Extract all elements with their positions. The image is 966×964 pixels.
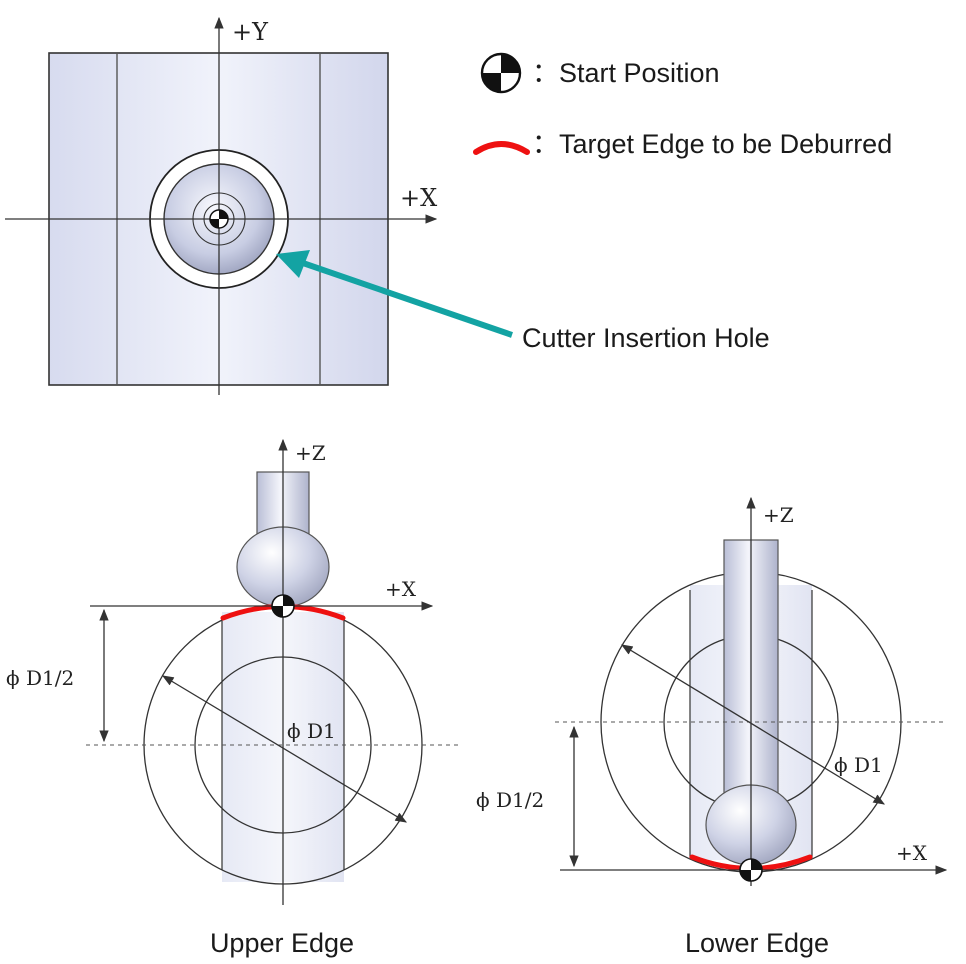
start-position-icon: [739, 858, 763, 882]
lower-diameter-label: ϕ D1: [834, 753, 883, 777]
upper-radius-label: ϕ D1/2: [6, 666, 74, 690]
upper-axis-z-label: +Z: [295, 441, 326, 465]
upper-edge-view: +Z +X ϕ D1/2 ϕ D1 Upper Edge: [6, 438, 462, 958]
callout-arrowhead: [276, 250, 310, 278]
start-position-icon: [209, 209, 229, 229]
start-position-icon: [480, 52, 522, 94]
lower-diameter-dimension: [620, 644, 886, 805]
legend: ：Start Position ：Target Edge to be Debur…: [473, 52, 892, 159]
upper-axis-x-label: +X: [385, 577, 417, 601]
callout-arrow-line: [299, 259, 513, 338]
upper-diameter-dimension: [161, 675, 408, 823]
lower-edge-view: +Z +X ϕ D1/2 ϕ D1 Lower Edge: [476, 496, 948, 958]
top-axis-x-label: +X: [400, 184, 437, 212]
legend-target-edge-text: ：Target Edge to be Deburred: [532, 129, 892, 159]
start-position-icon: [271, 594, 295, 618]
legend-start-position-text: ：Start Position: [532, 58, 720, 88]
top-axis-y-label: +Y: [232, 18, 269, 46]
target-edge-icon: [473, 141, 530, 155]
callout-label: Cutter Insertion Hole: [522, 323, 770, 353]
upper-edge-caption: Upper Edge: [210, 928, 354, 958]
lower-axis-z-label: +Z: [763, 503, 794, 527]
upper-diameter-label: ϕ D1: [287, 719, 336, 743]
lower-edge-caption: Lower Edge: [685, 928, 829, 958]
lower-axis-x-label: +X: [896, 841, 928, 865]
top-view: +Y +X Cutter Insertion Hole: [5, 16, 770, 395]
lower-radius-label: ϕ D1/2: [476, 788, 544, 812]
